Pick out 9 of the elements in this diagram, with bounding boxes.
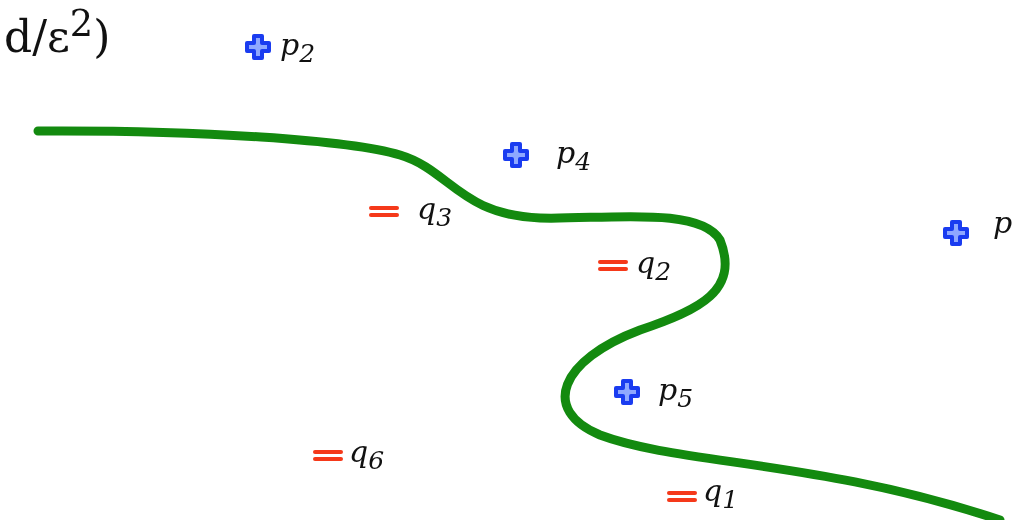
point-label: p$_{2}$ xyxy=(280,30,316,66)
point-label: q$_{2}$ xyxy=(636,248,672,284)
point-label: q$_{3}$ xyxy=(417,194,453,230)
formula-text: d/ε$^{2}$) xyxy=(4,6,111,59)
point-label: q$_{1}$ xyxy=(703,476,739,512)
point-label: p$_{4}$ xyxy=(556,138,592,174)
point-label: p$_{5}$ xyxy=(658,375,694,411)
point-label: q$_{6}$ xyxy=(349,437,385,473)
point-label: p xyxy=(993,208,1013,238)
